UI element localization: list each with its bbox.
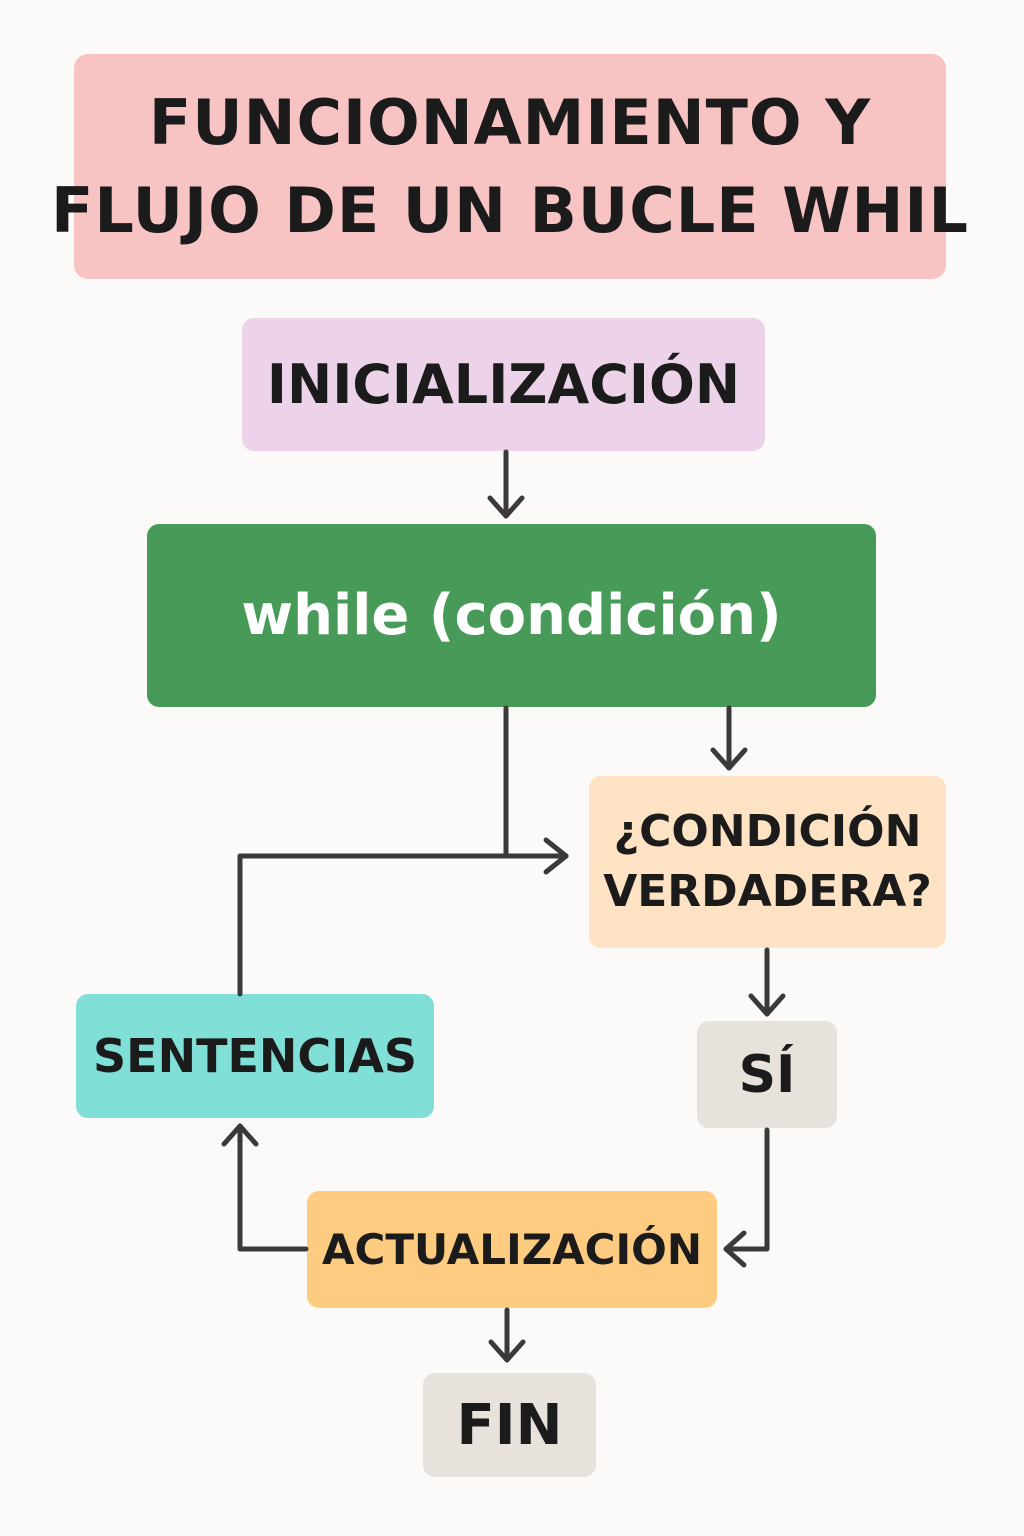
node-actualizacion: ACTUALIZACIÓN	[307, 1191, 717, 1308]
node-condicion-verdadera: ¿CONDICIÓN VERDADERA?	[589, 776, 946, 948]
node-condicion-line-1: ¿CONDICIÓN	[613, 806, 922, 857]
arrow-condicion-to-si	[748, 947, 786, 1017]
title-box: FUNCIONAMIENTO Y FLUJO DE UN BUCLE WHIL	[51, 54, 968, 279]
node-condicion-line-2: VERDADERA?	[603, 866, 932, 917]
node-while-condicion: while (condición)	[147, 524, 876, 707]
arrow-loop-back-to-condicion	[237, 705, 569, 997]
title-line-1: FUNCIONAMIENTO Y	[148, 85, 872, 159]
arrow-actualizacion-to-sentencias	[221, 1123, 309, 1252]
arrow-si-to-actualizacion	[723, 1127, 770, 1268]
node-fin: FIN	[423, 1373, 596, 1477]
node-si: SÍ	[697, 1021, 837, 1128]
title-line-2: FLUJO DE UN BUCLE WHIL	[51, 173, 969, 247]
arrow-init-to-while	[487, 449, 525, 519]
arrow-while-to-condicion	[710, 705, 748, 771]
node-inicializacion: INICIALIZACIÓN	[242, 318, 765, 451]
node-sentencias: SENTENCIAS	[76, 994, 434, 1118]
arrow-actualizacion-to-fin	[488, 1307, 526, 1363]
